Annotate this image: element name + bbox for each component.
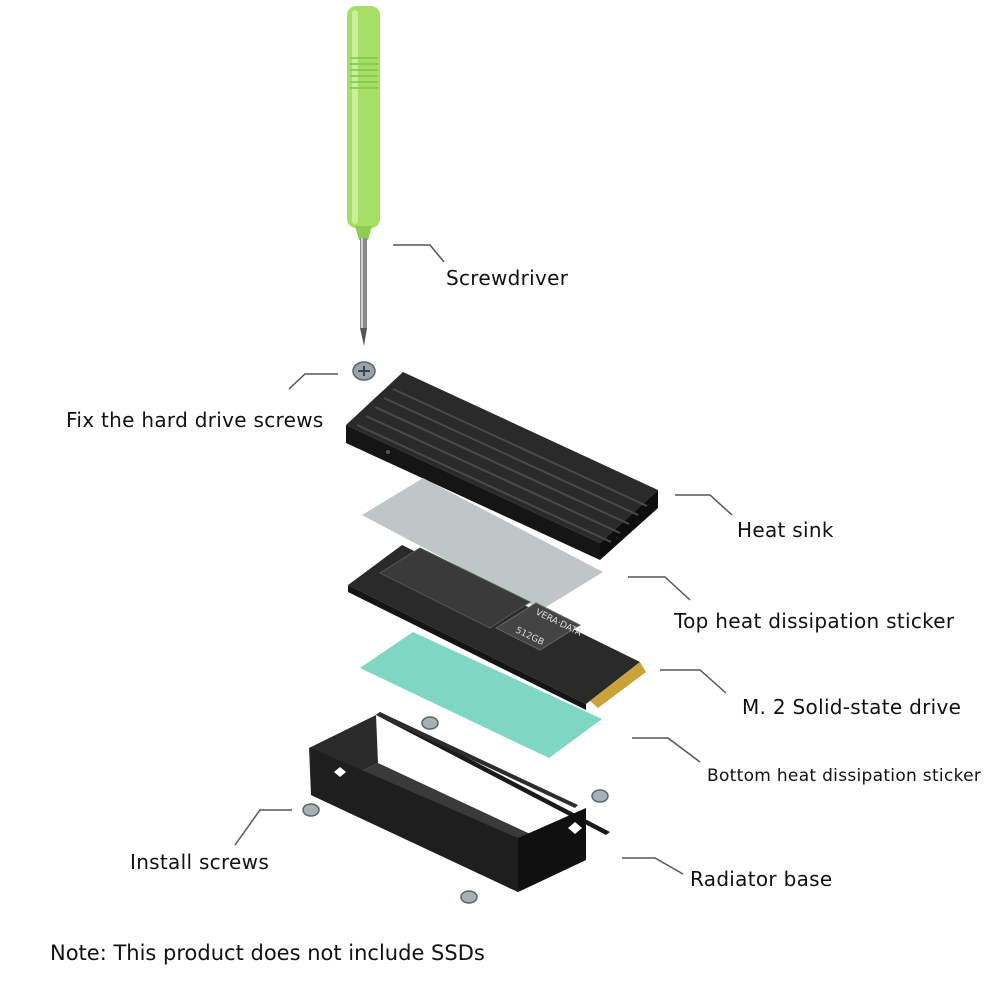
bottom-sticker-illustration [360,632,602,758]
bottom-sticker-label: Bottom heat dissipation sticker [707,766,982,786]
fix-screws-label: Fix the hard drive screws [66,408,324,432]
top-sticker-label: Top heat dissipation sticker [674,609,955,633]
heat-sink-illustration [346,372,658,560]
screwdriver-illustration [347,6,380,346]
hard-drive-screw-illustration [352,361,376,381]
install-screws-label: Install screws [130,850,270,874]
ssd-label: M. 2 Solid-state drive [742,695,962,719]
screwdriver-label: Screwdriver [446,266,569,290]
ssd-illustration: VERA·DATA 512GB [348,545,646,710]
install-screws-illustration [302,716,609,904]
radiator-base-label: Radiator base [690,867,833,891]
note-text: Note: This product does not include SSDs [50,941,485,965]
radiator-base-illustration [309,712,610,892]
heat-sink-label: Heat sink [737,518,834,542]
top-sticker-illustration [362,478,603,610]
leader-lines [234,244,733,875]
